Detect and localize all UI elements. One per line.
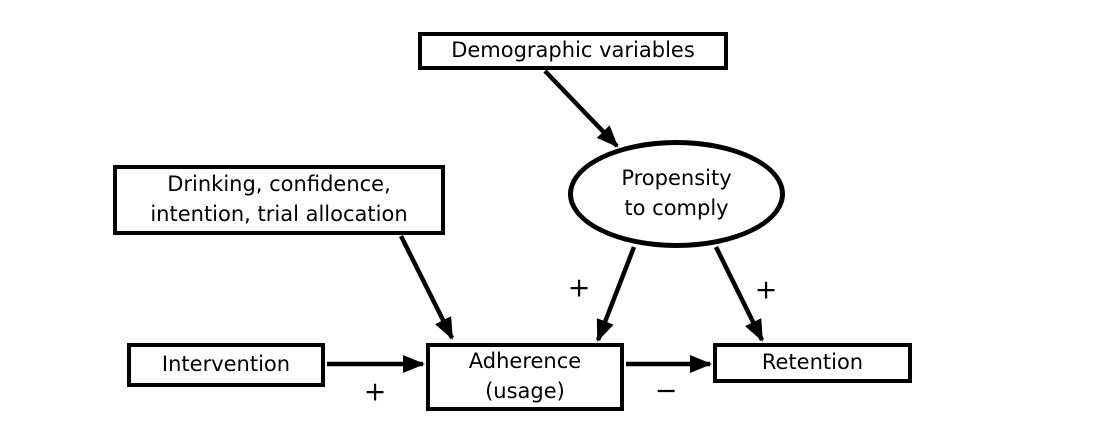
sign-propensity-to-adherence: + (567, 272, 591, 304)
edge-propensity-to-adherence (595, 246, 637, 342)
node-baseline-predictors-label-line2: intention, trial allocation (150, 202, 408, 226)
node-demographic-variables-label: Demographic variables (451, 38, 695, 63)
sign-propensity-to-retention: + (754, 274, 778, 306)
node-propensity-to-comply: Propensity to comply (568, 140, 785, 248)
node-intervention: Intervention (127, 343, 325, 387)
edge-propensity-to-retention (713, 246, 765, 342)
node-baseline-predictors: Drinking, confidence, intention, trial a… (113, 165, 445, 235)
node-propensity-label-line1: Propensity (621, 166, 732, 191)
node-baseline-predictors-label-line1: Drinking, confidence, (167, 172, 391, 197)
node-demographic-variables: Demographic variables (418, 32, 728, 70)
node-retention: Retention (713, 343, 912, 383)
node-propensity-label-line2: to comply (624, 196, 729, 220)
node-adherence-label-line2: (usage) (485, 379, 565, 403)
edge-predictors-to-adherence (398, 234, 455, 340)
node-intervention-label: Intervention (161, 352, 291, 377)
sign-adherence-to-retention: − (654, 375, 678, 407)
node-retention-label: Retention (761, 350, 864, 375)
node-adherence: Adherence (usage) (426, 343, 624, 411)
node-adherence-label-line1: Adherence (468, 349, 582, 374)
sign-intervention-to-adherence: + (363, 376, 387, 408)
edge-demographic-to-propensity (543, 69, 619, 148)
